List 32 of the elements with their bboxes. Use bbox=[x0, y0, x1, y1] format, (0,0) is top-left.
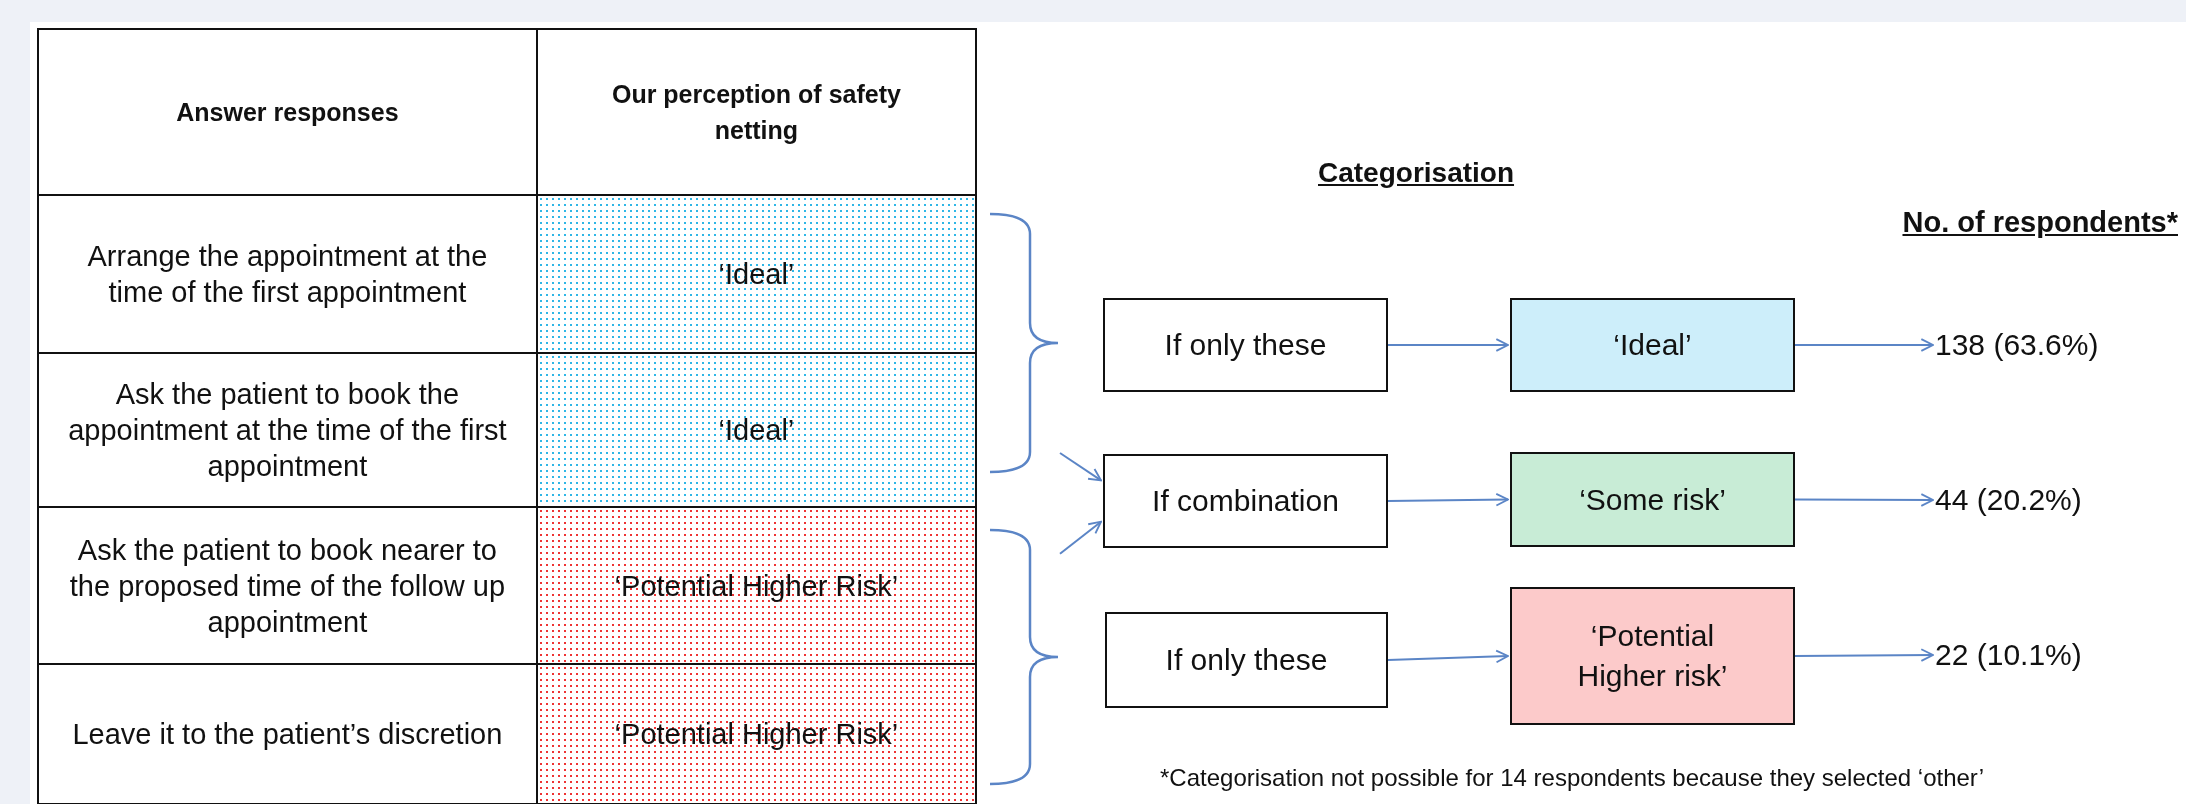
response-text: Ask the patient to book nearer to the proposed time of the follow up appointment bbox=[69, 533, 506, 638]
arrow bbox=[1059, 452, 1102, 482]
arrow bbox=[1794, 648, 1934, 662]
arrow bbox=[1387, 338, 1509, 352]
respondent-count: 22 (10.1%) bbox=[1935, 630, 2175, 680]
response-text: Ask the patient to book the appointment at the time of the first appointment bbox=[68, 378, 507, 482]
column-header: Our perception of safety netting bbox=[611, 80, 901, 144]
rating-cell: ‘Potential Higher Risk’ bbox=[536, 507, 976, 664]
respondent-count: 44 (20.2%) bbox=[1935, 475, 2175, 525]
category-box: ‘Some risk’ bbox=[1510, 452, 1795, 547]
category-box: ‘Ideal’ bbox=[1510, 298, 1795, 392]
arrow bbox=[1387, 649, 1509, 664]
arrow bbox=[1794, 338, 1934, 352]
rating-cell: ‘Ideal’ bbox=[536, 195, 976, 353]
arrow bbox=[1794, 493, 1934, 507]
category-box: ‘Potential Higher risk’ bbox=[1510, 587, 1795, 725]
category-box: If combination bbox=[1103, 454, 1388, 548]
rating-cell: ‘Potential Higher Risk’ bbox=[536, 664, 976, 804]
category-box: If only these bbox=[1103, 298, 1388, 392]
respondent-count: 138 (63.6%) bbox=[1935, 320, 2175, 370]
column-heading: No. of respondents* bbox=[1902, 206, 2178, 239]
category-box: If only these bbox=[1105, 612, 1388, 708]
rating-cell: ‘Ideal’ bbox=[536, 353, 976, 507]
curly-brace bbox=[988, 528, 1060, 786]
section-heading: Categorisation bbox=[1318, 157, 1515, 189]
response-text: Arrange the appointment at the time of the first appointment bbox=[87, 240, 488, 308]
curly-brace bbox=[988, 212, 1060, 474]
column-header: Answer responses bbox=[176, 98, 399, 126]
arrow bbox=[1059, 520, 1102, 555]
arrow bbox=[1387, 492, 1509, 507]
response-text: Leave it to the patient’s discretion bbox=[72, 718, 503, 750]
footnote: *Categorisation not possible for 14 respondents because they selected ‘other’ bbox=[1160, 764, 1985, 792]
